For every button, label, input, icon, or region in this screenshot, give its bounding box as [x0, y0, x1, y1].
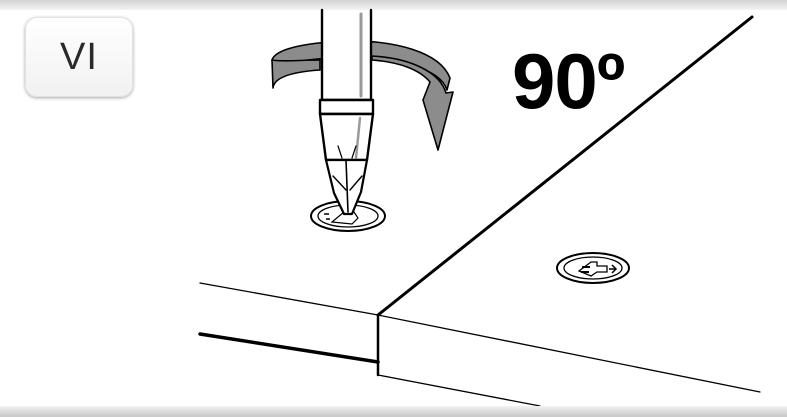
bottom-border [0, 406, 787, 417]
step-badge: VI [25, 17, 133, 97]
rotation-angle-label: 90º [512, 37, 625, 125]
top-border [0, 0, 787, 10]
rotation-arrow-icon [271, 55, 454, 151]
front-panel [376, 15, 761, 407]
screwdriver-icon [318, 8, 375, 216]
cam-lock-icon [556, 252, 630, 284]
step-number: VI [60, 35, 98, 78]
back-panel [198, 282, 380, 364]
rotation-arrow-icon [271, 40, 451, 91]
